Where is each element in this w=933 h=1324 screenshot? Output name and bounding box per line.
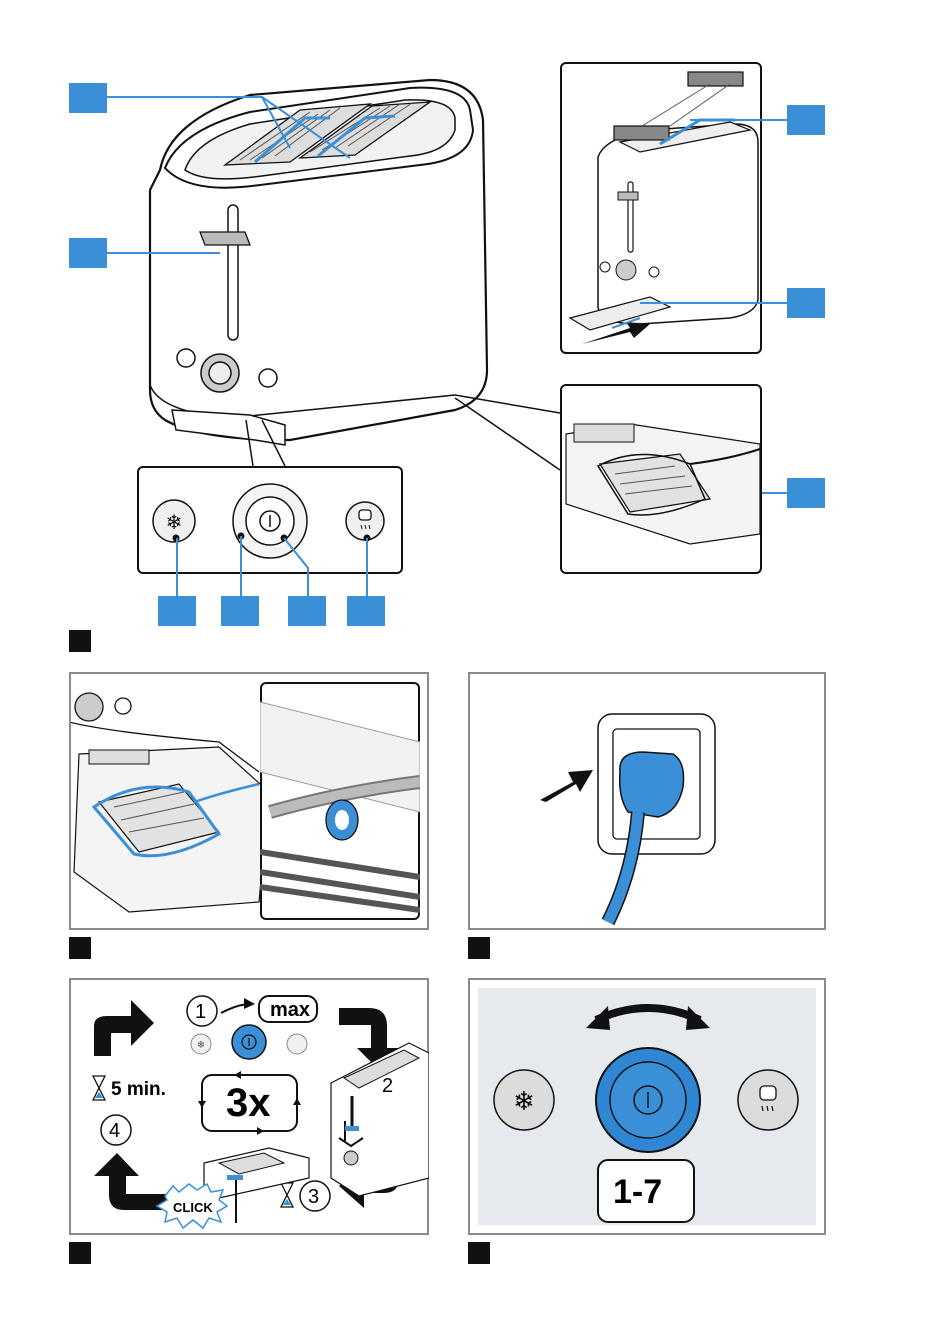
cable-clip-drawing	[260, 682, 420, 920]
callout-5	[787, 478, 825, 508]
repeat-count-label: 3x	[226, 1081, 271, 1126]
figure-2-zoom	[260, 682, 420, 920]
arrow-icon	[540, 770, 593, 802]
callout-2	[69, 238, 107, 268]
wait-time-label: 5 min.	[111, 1079, 166, 1101]
plug-in-drawing	[468, 672, 826, 930]
figure-3-panel	[468, 672, 826, 930]
callout-1	[69, 83, 107, 113]
max-label: max	[270, 999, 310, 1022]
cable-storage-drawing	[560, 384, 762, 574]
figure-4-badge	[69, 1242, 91, 1264]
callout-9	[347, 596, 385, 626]
cable-storage-inset	[560, 384, 762, 574]
figure-3-badge	[468, 937, 490, 959]
callout-4	[787, 288, 825, 318]
browning-range-label: 1-7	[613, 1173, 662, 1212]
callout-6	[158, 596, 196, 626]
click-label: CLICK	[173, 1200, 213, 1215]
figure-2-badge	[69, 937, 91, 959]
step-1-label: 1	[195, 1001, 206, 1024]
figure-5-panel: ❄ 1-7	[468, 978, 826, 1235]
figure-5-badge	[468, 1242, 490, 1264]
plug-icon	[620, 752, 684, 817]
step-2-label: 2	[382, 1075, 393, 1098]
snowflake-icon: ❄	[197, 1040, 205, 1051]
figure-1-badge	[69, 630, 91, 652]
step-4-label: 4	[109, 1120, 120, 1143]
snowflake-icon: ❄	[513, 1087, 535, 1117]
callout-3	[787, 105, 825, 135]
inset-leaders	[0, 0, 933, 640]
figure-2-panel	[69, 672, 429, 930]
callout-7	[221, 596, 259, 626]
callout-8	[288, 596, 326, 626]
step-3-label: 3	[308, 1186, 319, 1209]
bun-warmer-icon	[760, 1086, 776, 1100]
figure-4-panel: ❄ 1 4 2 3 max 3x 5 min. CLICK	[69, 978, 429, 1235]
